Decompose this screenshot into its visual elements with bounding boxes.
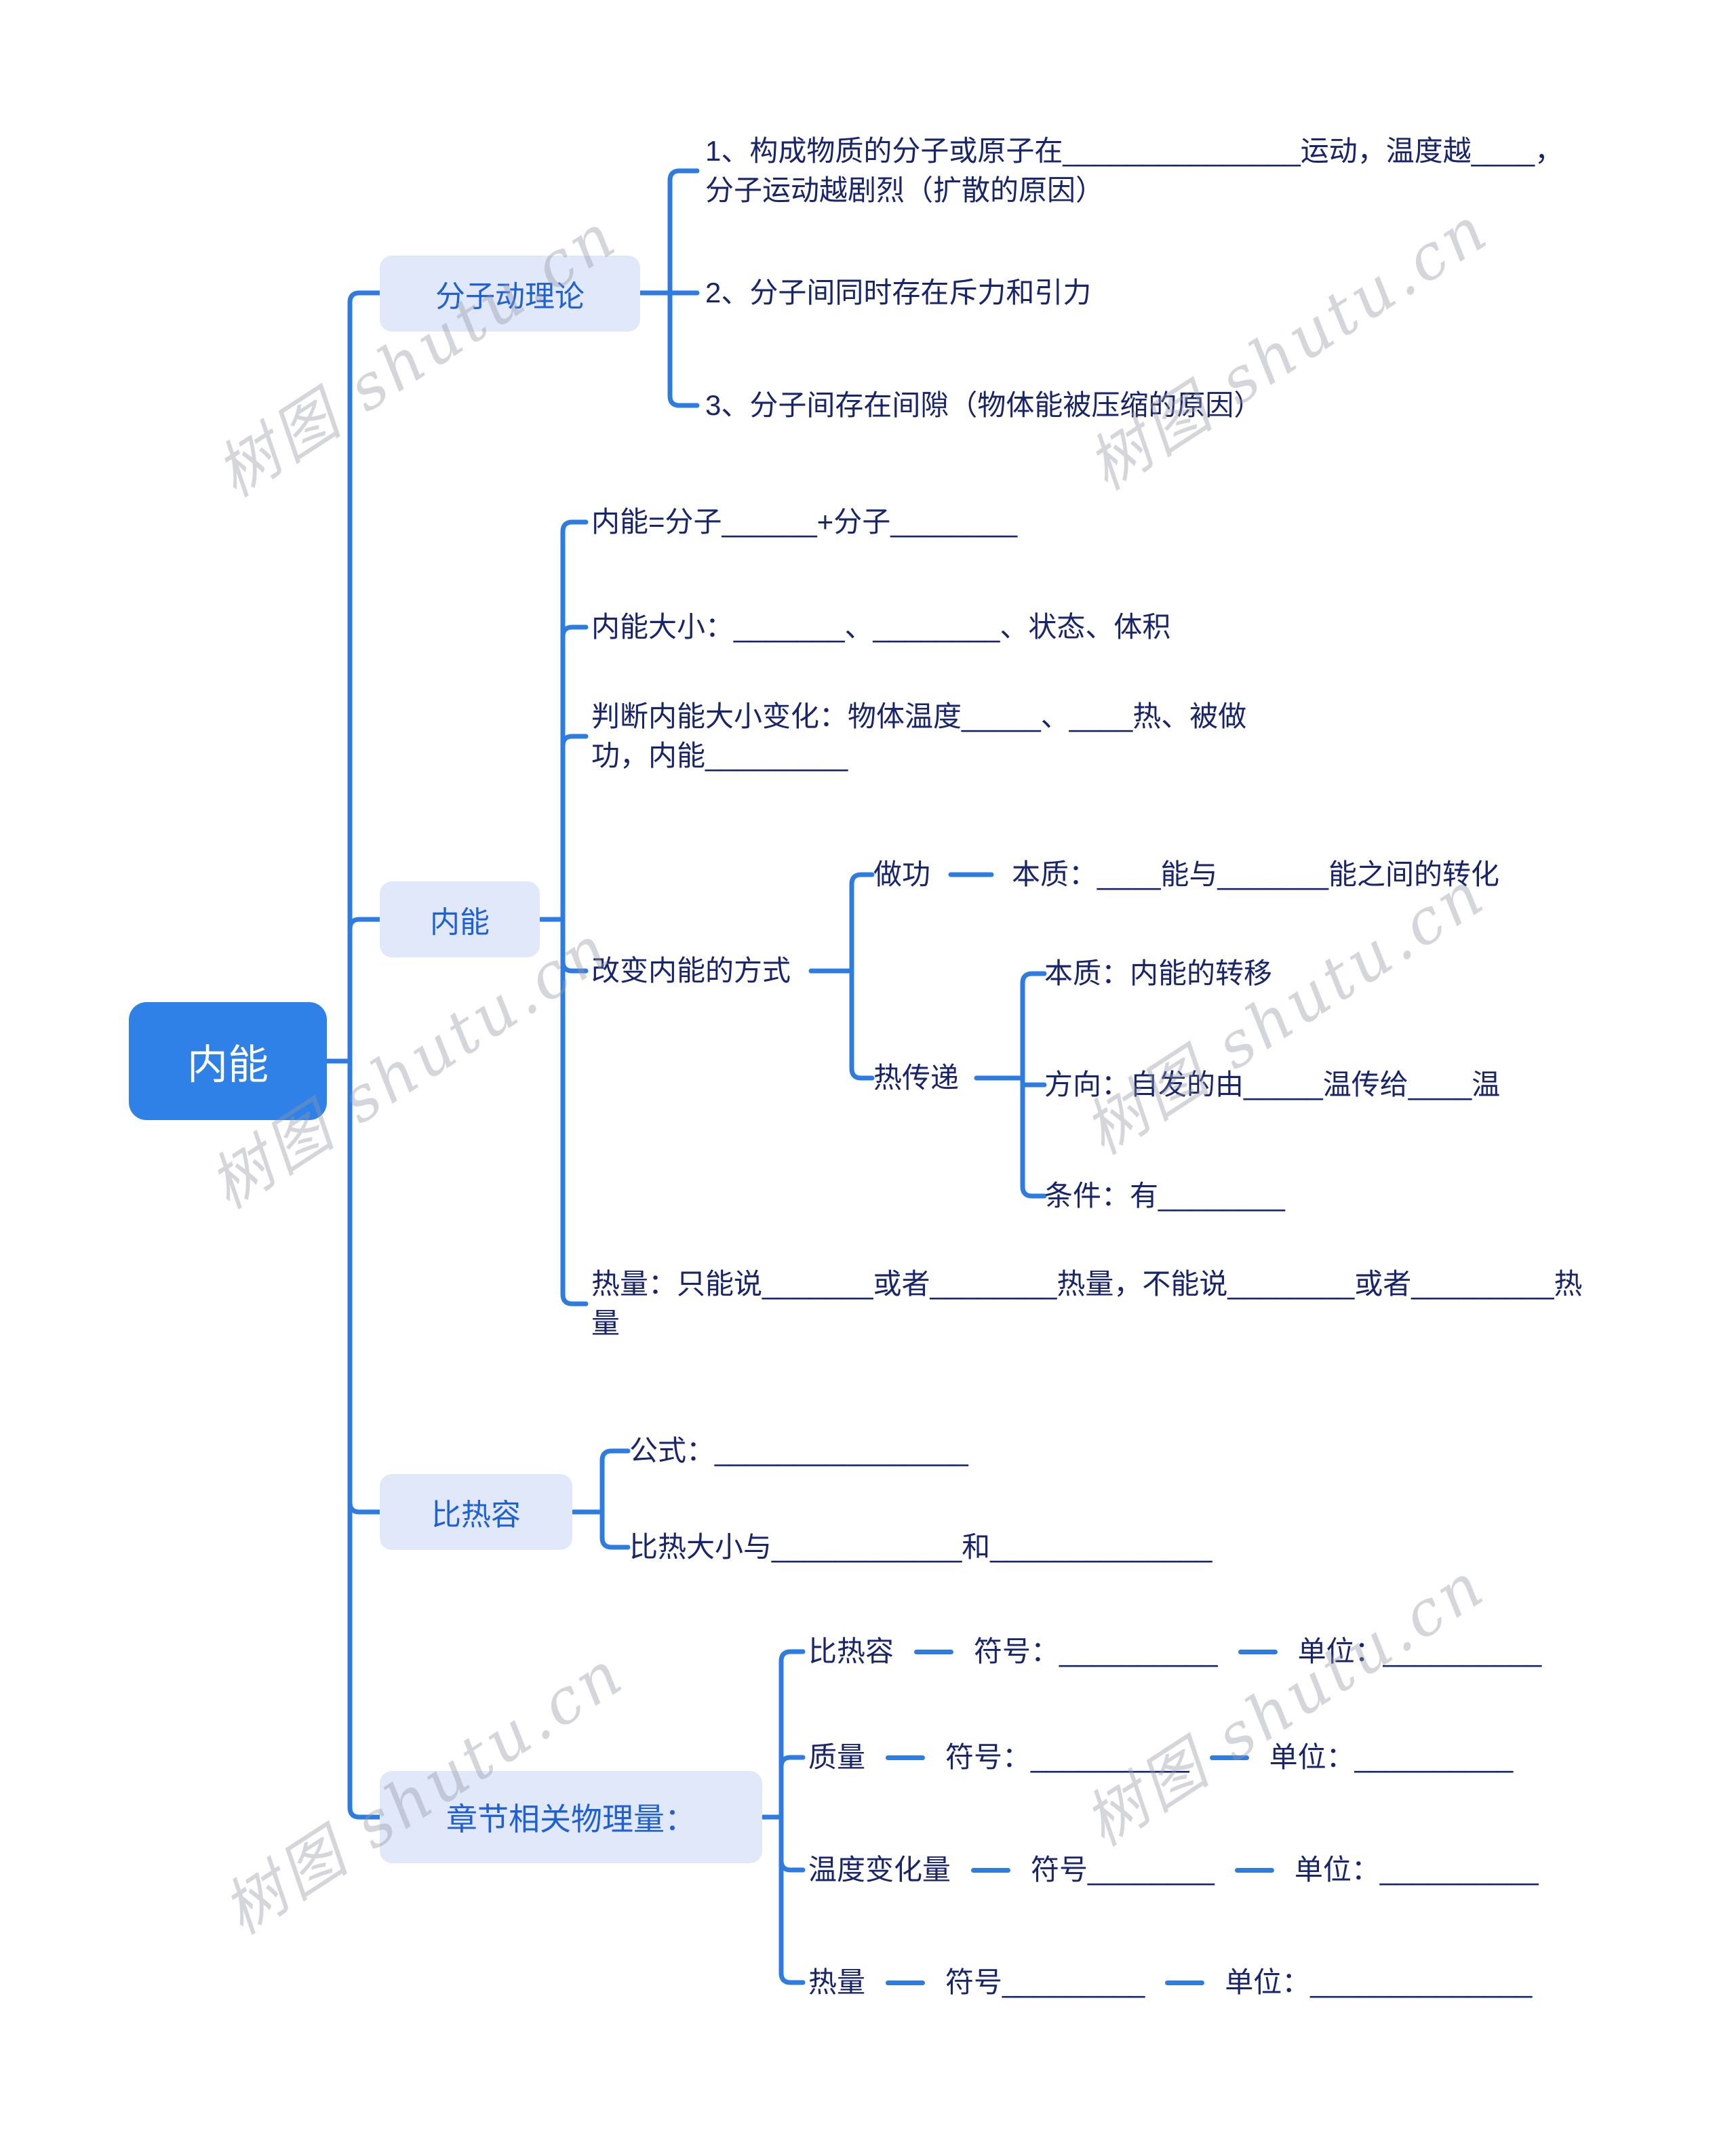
connector-dash <box>1238 1649 1278 1654</box>
quantity-row-specific-heat[interactable]: 比热容 符号：__________ 单位：__________ <box>808 1632 1541 1671</box>
quantity-row-temperature-change[interactable]: 温度变化量 符号________ 单位：__________ <box>808 1850 1538 1890</box>
quantity-symbol: 符号：__________ <box>974 1635 1218 1667</box>
topic-change-methods[interactable]: 改变内能的方式 <box>591 955 791 987</box>
branch-node-label: 章节相关物理量： <box>446 1801 696 1837</box>
quantity-symbol: 符号：__________ <box>945 1741 1189 1773</box>
topic-work[interactable]: 做功 <box>873 858 931 890</box>
connector-dash <box>1234 1867 1274 1873</box>
topic-specific-heat-formula[interactable]: 公式：________________ <box>629 1435 968 1467</box>
connector-dash <box>1209 1755 1249 1760</box>
topic-specific-heat-relation[interactable]: 比热大小与____________和______________ <box>629 1531 1212 1563</box>
quantity-name: 质量 <box>808 1741 866 1773</box>
topic-work-essence[interactable]: 本质：____能与_______能之间的转化 <box>1012 858 1499 890</box>
quantity-symbol: 符号________ <box>1031 1854 1215 1886</box>
branch-node-specific-heat[interactable]: 比热容 <box>380 1474 572 1550</box>
quantity-unit: 单位：__________ <box>1269 1741 1514 1773</box>
topic-internal-energy-definition[interactable]: 内能=分子______+分子________ <box>591 506 1018 538</box>
quantity-row-heat[interactable]: 热量 符号_________ 单位：______________ <box>808 1963 1532 2002</box>
quantity-symbol: 符号_________ <box>945 1966 1145 1998</box>
branch-node-label: 分子动理论 <box>435 280 585 313</box>
topic-heat-transfer-direction[interactable]: 方向：自发的由_____温传给____温 <box>1044 1069 1501 1100</box>
branch-node-label: 比热容 <box>431 1498 521 1532</box>
topic-molecular-forces[interactable]: 2、分子间同时存在斥力和引力 <box>705 277 1092 308</box>
quantity-name: 比热容 <box>808 1635 894 1667</box>
quantity-unit: 单位：______________ <box>1225 1966 1533 1998</box>
connector-dash <box>971 1867 1011 1873</box>
quantity-unit: 单位：__________ <box>1294 1854 1539 1886</box>
topic-heat-transfer-condition[interactable]: 条件：有________ <box>1044 1180 1285 1212</box>
branch-node-quantities[interactable]: 章节相关物理量： <box>380 1771 762 1863</box>
topic-heat-quantity-note[interactable]: 热量：只能说_______或者________热量，不能说________或者_… <box>591 1268 1583 1339</box>
topic-judge-internal-energy-change[interactable]: 判断内能大小变化：物体温度_____、____热、被做 功，内能________… <box>591 700 1247 772</box>
topic-internal-energy-size[interactable]: 内能大小：_______、________、状态、体积 <box>591 611 1171 643</box>
connector-dash <box>886 1980 926 1985</box>
quantity-unit: 单位：__________ <box>1297 1635 1542 1667</box>
connector-dash <box>1165 1980 1205 1985</box>
quantity-row-mass[interactable]: 质量 符号：__________ 单位：__________ <box>808 1738 1513 1777</box>
topic-molecular-gaps[interactable]: 3、分子间存在间隙（物体能被压缩的原因） <box>705 389 1263 421</box>
connector-dash <box>886 1755 926 1760</box>
branch-node-molecular-theory[interactable]: 分子动理论 <box>380 256 640 332</box>
quantity-name: 温度变化量 <box>808 1854 951 1886</box>
branch-node-label: 内能 <box>430 906 490 939</box>
connector-dash <box>914 1649 954 1654</box>
topic-molecular-motion[interactable]: 1、构成物质的分子或原子在_______________运动，温度越____， … <box>705 135 1564 206</box>
branch-node-internal-energy[interactable]: 内能 <box>380 881 540 957</box>
topic-heat-transfer-essence[interactable]: 本质：内能的转移 <box>1044 957 1273 989</box>
topic-heat-transfer[interactable]: 热传递 <box>873 1062 960 1094</box>
quantity-name: 热量 <box>808 1966 866 1998</box>
root-node-internal-energy[interactable]: 内能 <box>129 1002 327 1120</box>
root-node-label: 内能 <box>187 1041 269 1088</box>
